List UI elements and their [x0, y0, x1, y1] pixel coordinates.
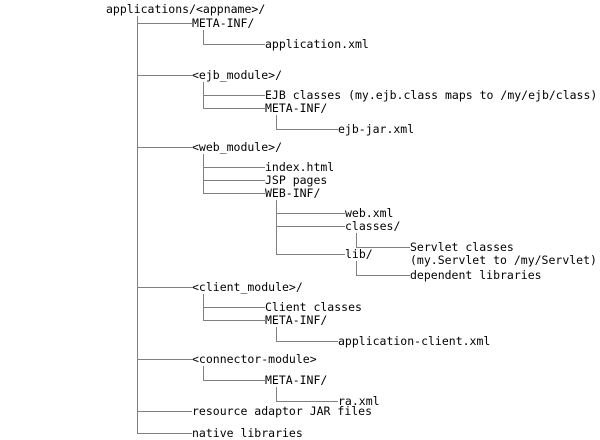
node-resource-adaptor-jar-files: resource adaptor JAR files [192, 404, 373, 418]
connector-h-ejb-module [137, 75, 192, 76]
node-index-html: index.html [265, 160, 335, 174]
connector-h-application-xml [203, 44, 265, 45]
stem-classes [356, 233, 357, 247]
connector-h-index-html [203, 167, 265, 168]
node-servlet-classes: Servlet classes [410, 240, 514, 254]
node-web-xml: web.xml [345, 206, 394, 220]
connector-h-ra-xml [276, 401, 338, 402]
node-ejb-module: <ejb_module>/ [192, 68, 283, 82]
node-servlet-classes-note: (my.Servlet to /my/Servlet) [410, 253, 597, 267]
stem-meta-inf-client [276, 327, 277, 341]
node-native-libraries: native libraries [192, 426, 303, 440]
connector-h-web-xml [276, 213, 345, 214]
node-ra-xml: ra.xml [338, 394, 380, 408]
connector-h-resource-adaptor [137, 411, 192, 412]
connector-h-meta-inf [137, 23, 192, 24]
connector-h-classes [276, 226, 345, 227]
node-meta-inf-ejb: META-INF/ [265, 101, 328, 115]
node-lib: lib/ [345, 247, 373, 261]
node-meta-inf-app: META-INF/ [192, 16, 255, 30]
stem-meta-inf-connector [276, 387, 277, 401]
connector-h-client-module [137, 287, 192, 288]
stem-meta-inf-ejb [276, 115, 277, 129]
node-meta-inf-connector: META-INF/ [265, 373, 328, 387]
node-application-client-xml: application-client.xml [338, 334, 491, 348]
node-client-classes: Client classes [265, 300, 362, 314]
connector-h-ejb-jar-xml [276, 129, 338, 130]
connector-h-web-module [137, 147, 192, 148]
connector-h-meta-inf-connector [203, 380, 265, 381]
connector-h-ejb-classes [203, 95, 265, 96]
connector-h-jsp-pages [203, 180, 265, 181]
node-classes: classes/ [345, 219, 401, 233]
stem-web-module [203, 154, 204, 193]
connector-h-meta-inf-client [203, 320, 265, 321]
node-connector-module: <connector-module> [192, 352, 317, 366]
stem-meta-inf-app [203, 30, 204, 44]
node-ejb-jar-xml: ejb-jar.xml [338, 122, 415, 136]
stem-connector-module [203, 366, 204, 380]
stem-web-inf [276, 200, 277, 254]
node-ejb-classes: EJB classes (my.ejb.class maps to /my/ej… [265, 88, 598, 102]
connector-h-application-client-xml [276, 341, 338, 342]
tree-root-label: applications/<appname>/ [106, 2, 266, 16]
connector-h-web-inf [203, 193, 265, 194]
connector-h-native-libraries [137, 433, 192, 434]
node-meta-inf-client: META-INF/ [265, 313, 328, 327]
node-client-module: <client_module>/ [192, 280, 303, 294]
connector-h-servlet-classes [356, 247, 410, 248]
connector-h-client-classes [203, 307, 265, 308]
trunk-vertical-line [137, 16, 138, 434]
node-jsp-pages: JSP pages [265, 173, 328, 187]
node-web-module: <web_module>/ [192, 140, 283, 154]
connector-h-meta-inf-ejb [203, 108, 265, 109]
node-application-xml: application.xml [265, 37, 369, 51]
connector-h-dependent-libraries [356, 275, 410, 276]
stem-lib [356, 261, 357, 275]
connector-h-connector-module [137, 359, 192, 360]
connector-h-lib [276, 254, 345, 255]
node-dependent-libraries: dependent libraries [410, 268, 542, 282]
node-web-inf: WEB-INF/ [265, 186, 321, 200]
